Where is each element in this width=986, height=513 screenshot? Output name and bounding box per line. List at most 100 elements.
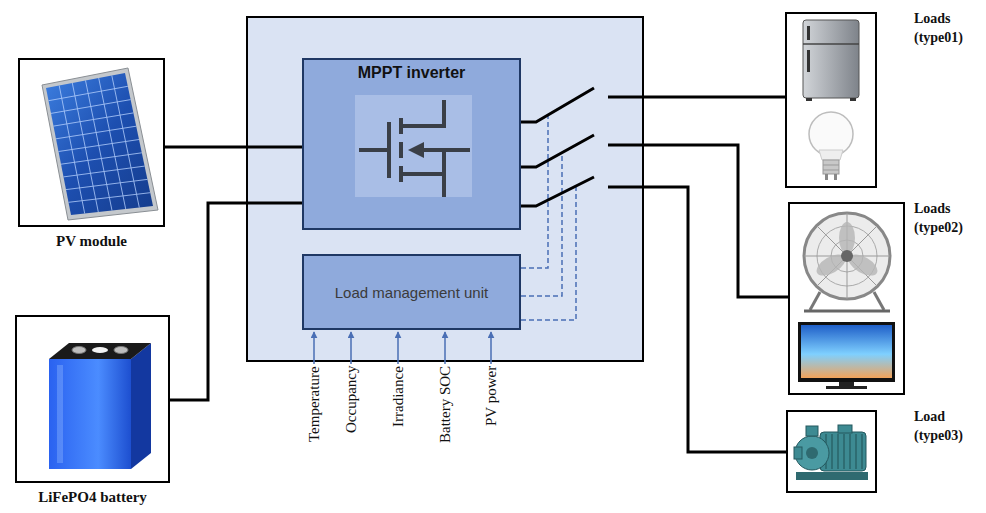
battery-picture: [131, 343, 151, 469]
mosfet-symbol: [359, 100, 470, 197]
fan-and-tv-picture: [790, 204, 903, 393]
node-label: PV module: [20, 233, 163, 250]
sensor-input-arrow: [314, 332, 491, 364]
solar-panel-picture: [51, 100, 131, 114]
battery-picture: [49, 359, 131, 469]
fridge-and-bulb-picture: [834, 174, 837, 180]
solar-panel-picture: [20, 60, 163, 225]
fan-and-tv-picture: [841, 250, 853, 262]
fan-and-tv-picture: [798, 322, 895, 382]
fridge-and-bulb-picture: [806, 98, 812, 101]
pump-picture: [855, 434, 857, 469]
battery-picture: [72, 347, 86, 354]
sensor-input-arrow: [350, 332, 352, 364]
signal-name: PV power: [483, 366, 500, 426]
fridge-and-bulb-picture: [809, 112, 853, 156]
node-label: LiFePO4 battery: [17, 489, 168, 506]
mosfet-symbol: [359, 148, 389, 152]
pump-picture: [795, 436, 829, 470]
fridge-and-bulb-picture: [823, 170, 839, 171]
node-label: Load (type03): [914, 408, 982, 446]
battery-picture: [114, 347, 128, 354]
solar-panel-picture: [59, 140, 140, 152]
fan-and-tv-picture: [839, 222, 855, 254]
node-label: MPPT inverter: [312, 64, 511, 82]
fan-and-tv-picture: [801, 325, 892, 378]
node-label: Loads (type01): [914, 10, 982, 48]
pump-picture: [837, 434, 839, 469]
fan-and-tv-picture: [874, 292, 884, 310]
sensor-input-arrow: [397, 332, 399, 364]
control-signal-line: [521, 153, 562, 296]
signal-name: Temperature: [306, 366, 323, 442]
load-box: Load (type03): [786, 410, 877, 493]
pump-picture: [831, 434, 833, 469]
battery-picture: [57, 365, 63, 463]
fan-and-tv-picture: [804, 310, 890, 313]
battery-picture: [17, 317, 168, 481]
mosfet-symbol: [408, 142, 424, 158]
pump-picture: [788, 412, 875, 491]
signal-name: Battery SOC: [437, 366, 454, 443]
battery-picture: [92, 347, 108, 353]
fridge-and-bulb-picture: [823, 160, 839, 174]
fridge-and-bulb-picture: [819, 150, 843, 160]
pump-picture: [794, 447, 802, 459]
fan-and-tv-picture: [804, 213, 890, 299]
solar-panel-picture: [49, 76, 151, 214]
signal-name: Occupancy: [343, 366, 360, 433]
fridge-and-bulb-picture: [825, 174, 828, 180]
pv-module-box: PV module: [18, 58, 165, 227]
solar-panel-picture: [56, 126, 136, 139]
battery-box: LiFePO4 battery: [15, 315, 170, 483]
fan-and-tv-picture: [839, 382, 854, 386]
mosfet-symbol: [399, 142, 403, 158]
solar-panel-picture: [49, 86, 128, 100]
signal-name: Irradiance: [390, 366, 407, 427]
pump-picture: [861, 434, 863, 469]
inverter-box: MPPT inverter: [302, 58, 521, 230]
pump-picture: [843, 434, 845, 469]
pump-picture: [796, 472, 868, 480]
power-wire: [521, 135, 788, 297]
battery-picture: [49, 343, 151, 359]
fridge-and-bulb-picture: [803, 43, 859, 45]
fridge-and-bulb-picture: [823, 165, 839, 166]
solar-panel-picture: [54, 113, 134, 126]
mosfet-symbol: [401, 100, 444, 126]
power-wire: [170, 203, 302, 400]
solar-panel-picture: [42, 68, 158, 220]
load-management-box: Load management unit: [302, 254, 521, 330]
mosfet-symbol: [442, 150, 446, 174]
fridge-and-bulb-picture: [787, 14, 875, 186]
sensor-input-arrow: [490, 332, 492, 364]
mosfet-symbol: [401, 174, 444, 197]
mosfet-symbol: [355, 95, 472, 197]
node-label: Load management unit: [335, 284, 488, 301]
fan-and-tv-picture: [826, 386, 867, 389]
solar-panel-picture: [69, 193, 151, 203]
node-label: Loads (type02): [914, 200, 982, 238]
pump-picture: [838, 425, 852, 433]
solar-panel-picture: [66, 179, 147, 189]
solar-panel-picture: [64, 166, 145, 177]
fridge-and-bulb-picture: [807, 50, 810, 72]
mosfet-symbol: [387, 122, 391, 178]
sensor-input-arrow: [313, 332, 315, 364]
controller-enclosure: [247, 17, 643, 361]
fridge-and-bulb-picture: [803, 20, 859, 98]
solar-panel-picture: [46, 73, 153, 215]
power-wire: [521, 88, 785, 122]
fridge-and-bulb-picture: [807, 26, 810, 40]
control-signal-line: [521, 115, 548, 268]
power-wire: [521, 177, 786, 452]
load-group-box: Loads (type01): [785, 12, 877, 188]
power-wire: [165, 146, 302, 149]
mosfet-symbol: [422, 148, 470, 152]
fan-and-tv-picture: [810, 292, 820, 310]
pump-picture: [806, 447, 818, 459]
fridge-and-bulb-picture: [850, 98, 856, 101]
mosfet-symbol: [304, 60, 519, 228]
control-signal-line: [521, 115, 576, 320]
